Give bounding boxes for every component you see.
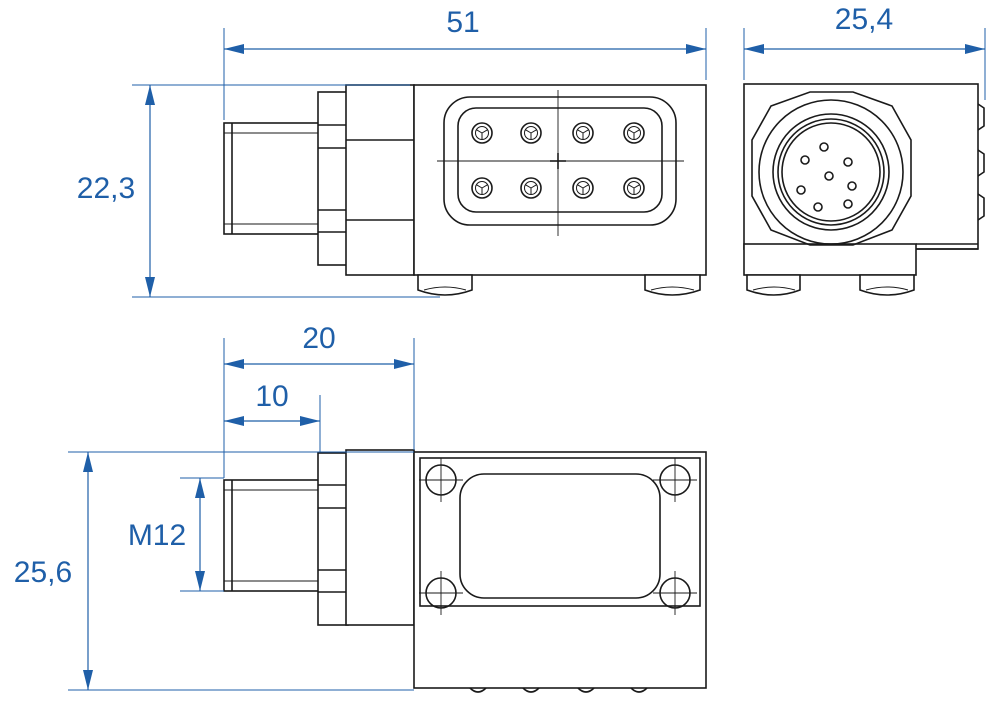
- dim-offset-10: 10: [255, 380, 288, 413]
- top-main-body: [413, 451, 707, 689]
- pin-contact: [843, 157, 853, 167]
- top-collar: [345, 449, 415, 626]
- contact-screw-icon: [520, 122, 542, 144]
- pin-contact: [813, 202, 823, 212]
- contact-screw-icon: [471, 122, 493, 144]
- mounting-hole: [419, 458, 463, 502]
- top-flange: [419, 457, 701, 607]
- pin-contact: [824, 171, 834, 181]
- side-thread-ring: [772, 113, 890, 231]
- dim-top-depth: 25,6: [14, 556, 72, 589]
- top-view: [223, 449, 707, 693]
- contact-screw-icon: [623, 122, 645, 144]
- front-hex-nut: [317, 91, 349, 266]
- top-connector-plug: [223, 479, 321, 592]
- side-pin-face: [781, 122, 881, 222]
- side-hex-nut: [751, 91, 912, 246]
- pin-contact: [847, 181, 857, 191]
- contact-screw-icon: [572, 122, 594, 144]
- front-collar: [345, 84, 415, 276]
- pin-contact: [796, 185, 806, 195]
- mounting-hole: [419, 571, 463, 615]
- dim-thread-m12: M12: [128, 519, 186, 552]
- dim-side-width: 25,4: [835, 3, 893, 36]
- front-connector-plug: [223, 122, 321, 235]
- side-mounting-feet: [746, 274, 915, 296]
- top-hex-nut: [317, 452, 349, 626]
- pin-contact: [843, 199, 853, 209]
- top-mounting-holes: [419, 458, 697, 615]
- side-outer-ring: [758, 99, 904, 245]
- front-view: [223, 84, 707, 296]
- dim-offset-20: 20: [302, 322, 335, 355]
- pin-contact: [819, 142, 829, 152]
- mounting-hole: [653, 458, 697, 502]
- contact-screw-icon: [520, 177, 542, 199]
- front-mounting-feet: [417, 274, 701, 296]
- front-contact-screws: [471, 122, 645, 199]
- dim-front-width: 51: [446, 6, 479, 39]
- side-body-lower: [743, 243, 917, 276]
- pin-contact: [800, 155, 810, 165]
- dim-front-height: 22,3: [77, 172, 135, 205]
- top-bottom-screws: [469, 687, 648, 693]
- front-connector-face-inner: [457, 107, 663, 213]
- side-view: [743, 83, 985, 296]
- contact-screw-icon: [471, 177, 493, 199]
- mounting-hole: [653, 571, 697, 615]
- dimension-lines: [68, 28, 986, 691]
- side-connector-pins: [796, 142, 857, 212]
- side-body-upper: [743, 83, 979, 250]
- front-main-body: [413, 84, 707, 276]
- contact-screw-icon: [623, 177, 645, 199]
- contact-screw-icon: [572, 177, 594, 199]
- top-window: [459, 473, 661, 599]
